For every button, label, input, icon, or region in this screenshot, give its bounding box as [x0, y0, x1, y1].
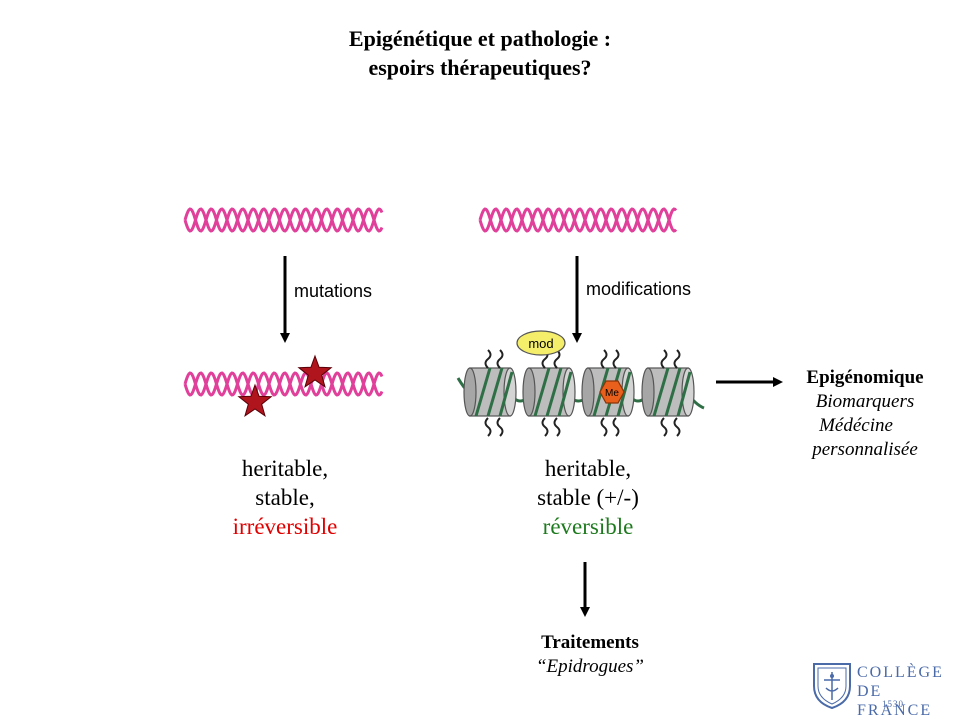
nucleosome — [641, 367, 695, 417]
treatments-block: Traitements “Epidrogues” — [470, 631, 710, 679]
methyl-label: Me — [605, 388, 619, 399]
title-line-1: Epigénétique et pathologie : — [348, 26, 612, 51]
nucleosome — [522, 367, 576, 417]
epigenetic-key-property: réversible — [542, 514, 634, 539]
methyl-mark: Me — [599, 380, 625, 404]
epigenomics-item-2: Médécine — [819, 415, 893, 436]
mutation-property-1: heritable, — [241, 456, 329, 481]
modifications-label: modifications — [586, 279, 691, 299]
mutation-key-property: irréversible — [232, 514, 338, 539]
histone-tails-top — [484, 349, 681, 369]
mutations-label: mutations — [294, 281, 372, 301]
logo-line-1: COLLÈGE — [857, 664, 944, 681]
nucleosome — [463, 367, 517, 417]
mutation-properties: heritable, stable, irréversible — [180, 454, 390, 541]
dna-helix-original-right — [478, 207, 678, 233]
histone-tails-bottom — [484, 417, 681, 437]
title-line-2: espoirs thérapeutiques? — [368, 55, 592, 80]
epigenomics-heading: Epigénomique — [806, 367, 924, 388]
mutation-star-icon — [237, 383, 273, 417]
epigenetic-property-1: heritable, — [544, 456, 632, 481]
epigenomics-item-1: Biomarquers — [815, 391, 915, 412]
college-de-france-logo-icon — [813, 663, 851, 710]
treatments-subtitle: “Epidrogues” — [535, 656, 645, 677]
epigenomics-block: Epigénomique Biomarquers Médécine person… — [775, 366, 955, 462]
treatments-heading: Traitements — [541, 632, 639, 653]
epigenetic-property-2: stable (+/-) — [537, 485, 639, 510]
slide-title: Epigénétique et pathologie : espoirs thé… — [0, 24, 960, 82]
modification-tag: mod — [516, 330, 566, 356]
modification-tag-label: mod — [528, 336, 553, 351]
dna-helix-original-left — [183, 207, 384, 233]
logo-year: 1530 — [882, 699, 904, 709]
mutation-star-icon — [297, 354, 333, 388]
logo-line-2: DE FRANCE — [857, 683, 933, 719]
chromatin-fiber: Me mod — [456, 330, 705, 437]
logo-wordmark: COLLÈGE DE FRANCE — [857, 663, 957, 720]
epigenetic-properties: heritable, stable (+/-) réversible — [488, 454, 688, 541]
dna-helix-mutated — [183, 371, 384, 397]
epigenomics-item-3: personnalisée — [812, 439, 918, 460]
mutation-property-2: stable, — [255, 485, 315, 510]
